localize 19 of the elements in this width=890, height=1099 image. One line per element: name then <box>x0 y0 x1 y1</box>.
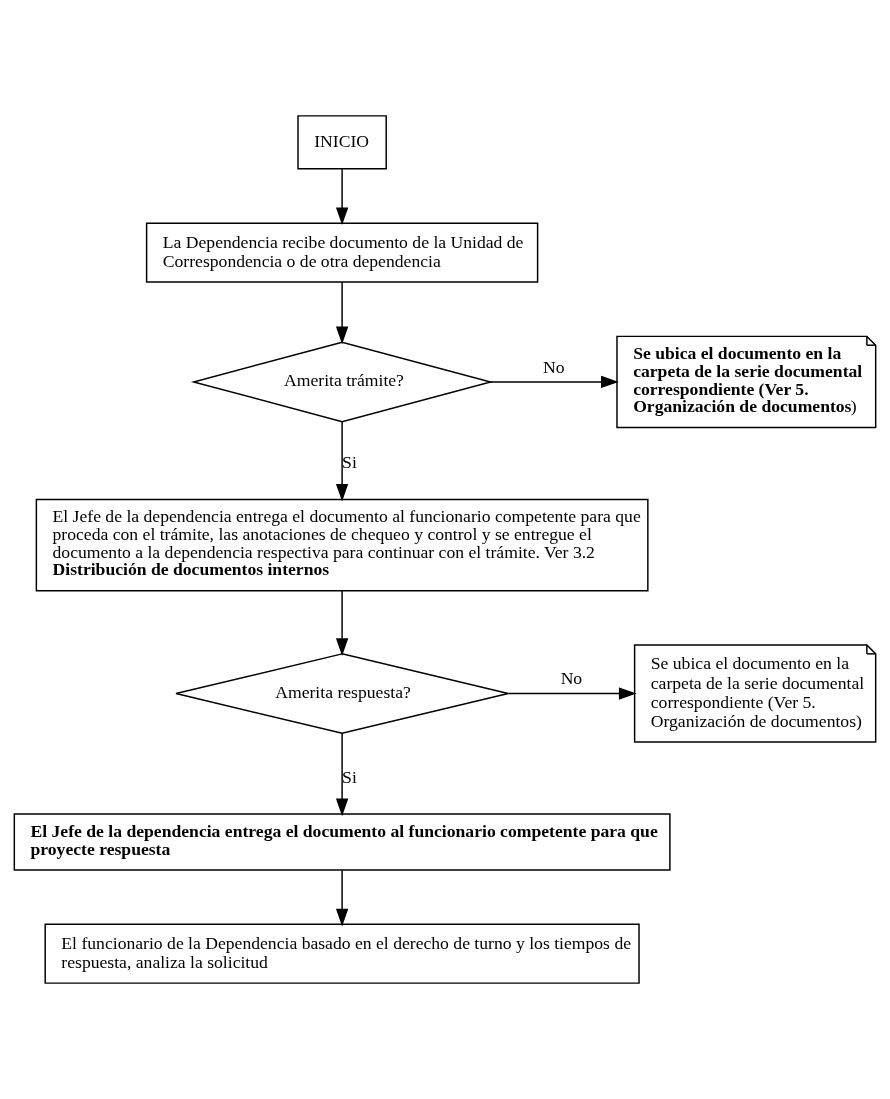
edge-label: No <box>560 668 583 689</box>
arrow <box>490 375 619 389</box>
node-diamond: Amerita trámite? <box>190 341 494 423</box>
arrow <box>335 869 349 927</box>
arrow <box>335 281 349 345</box>
edge-label: Si <box>342 766 357 787</box>
arrow <box>335 590 349 657</box>
node-box: El funcionario de la Dependencia basado en el derecho de turno y los tiempos de respuesta, analiza la solicitud <box>44 923 640 984</box>
node-box: El Jefe de la dependencia entrega el documento al funcionario competente para que proyecte respuesta <box>13 813 671 871</box>
arrow <box>507 687 637 700</box>
node-diamond: Amerita respuesta? <box>175 653 509 734</box>
node-box: La Dependencia recibe documento de la Unidad de Correspondencia o de otra dependencia <box>145 222 539 283</box>
edge-label: No <box>543 356 565 377</box>
edge-label: Si <box>342 452 357 473</box>
arrow <box>335 168 349 226</box>
arrow <box>335 732 349 817</box>
node-box: INICIO <box>297 115 387 170</box>
arrow <box>335 421 349 502</box>
node-box: El Jefe de la dependencia entrega el documento al funcionario competente para que proceda con el trámite, las anotaciones de chequeo y control y se entregue el documento a la dependencia respectiva para continuar con el trámite. Ver 3.2 Distribución de documentos internos <box>35 498 649 592</box>
